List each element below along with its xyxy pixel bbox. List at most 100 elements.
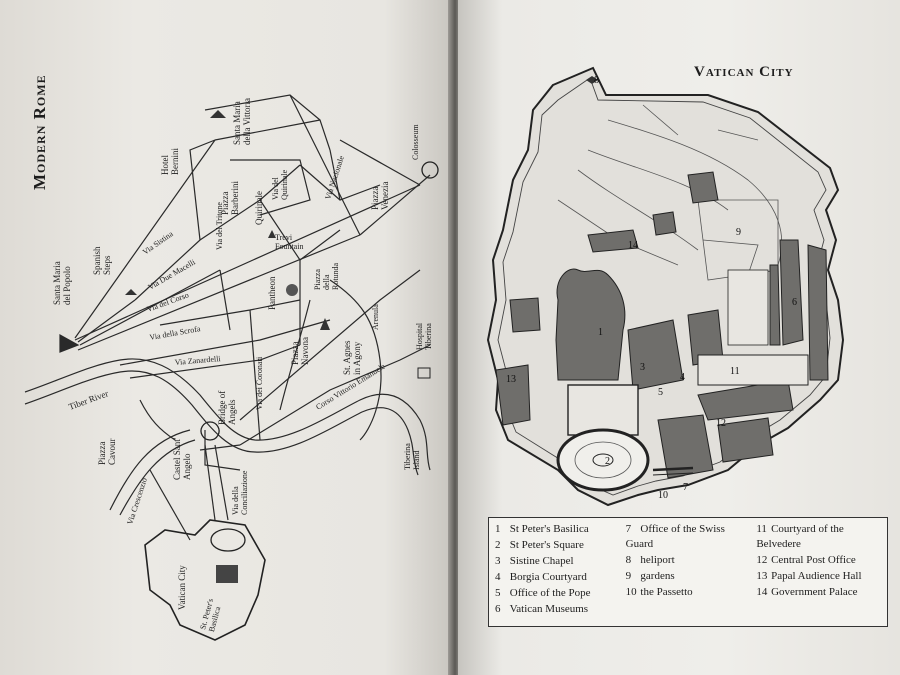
vatican-legend: 1 St Peter's Basilica 2 St Peter's Squar… [488, 517, 888, 627]
legend-column-1: 1 St Peter's Basilica 2 St Peter's Squar… [495, 522, 620, 622]
label-via-del-tritone: Via del Tritone [215, 202, 224, 250]
label-hotel-bernini: Hotel Bernini [160, 148, 180, 175]
label-via-del-quirinale: Via del Quirinale [271, 169, 289, 200]
label-vatican-city: Vatican City [177, 565, 187, 610]
map-num-5: 5 [658, 387, 663, 398]
vatican-outline [144, 519, 266, 641]
map-num-14: 14 [628, 240, 638, 251]
north-building [687, 171, 719, 204]
st-peters-square [556, 428, 650, 492]
lower-buildings-a [657, 414, 714, 479]
map-num-13: 13 [506, 374, 516, 385]
heliport-icon [586, 76, 598, 84]
hospital-icon [417, 367, 431, 379]
spanish-steps-icon [125, 289, 137, 295]
sistine-block [627, 319, 684, 391]
label-bridge-of-angels: Bridge of Angels [217, 389, 237, 426]
government-palace-building [587, 229, 639, 253]
legend-item: 4 Borgia Courtyard [495, 571, 587, 583]
map-num-1: 1 [598, 327, 603, 338]
church-icon [210, 110, 226, 118]
label-via-dei-coronari: Via dei Coronari [255, 356, 264, 410]
label-via-della-conciliazione: Via della Conciliazione [231, 470, 249, 515]
st-peters-basilica-building [555, 268, 626, 381]
label-via-zanardelli: Via Zanardelli [174, 354, 221, 367]
map-num-8: 8 [594, 75, 599, 86]
vatican-buildings [495, 171, 829, 479]
lower-buildings-b [717, 417, 774, 463]
label-via-crescenzio: Via Crescenzio [125, 477, 149, 526]
legend-item: 14 Government Palace [756, 586, 858, 598]
label-arenula: Arenula [371, 304, 380, 330]
label-via-della-scrofa: Via della Scrofa [149, 324, 202, 342]
label-via-del-corso: Via del Corso [146, 290, 190, 313]
square-forecourt [567, 384, 639, 436]
map-number-labels: 1 2 3 4 5 6 7 8 9 10 11 12 13 14 [506, 75, 797, 501]
label-via-sistina: Via Sistina [141, 229, 175, 257]
label-quirinale: Quirinale [254, 191, 264, 225]
map-num-7: 7 [683, 482, 688, 493]
legend-item: 1 St Peter's Basilica [495, 523, 589, 535]
label-piazza-cavour: Piazza Cavour [97, 439, 117, 466]
legend-item: 13 Papal Audience Hall [756, 570, 862, 582]
legend-item: 7 Office of the Swiss Guard [625, 523, 725, 550]
passetto [652, 466, 694, 472]
right-page-vatican-city: Vatican City [458, 0, 900, 675]
legend-item: 9 gardens [625, 570, 675, 582]
map-num-2: 2 [605, 456, 610, 467]
museums-wing-east [779, 239, 804, 346]
map-num-6: 6 [792, 297, 797, 308]
papal-audience-hall-building [495, 364, 531, 426]
rome-labels: Santa Maria del Popolo Spanish Steps Hot… [52, 98, 433, 633]
legend-column-2: 7 Office of the Swiss Guard 8 heliport 9… [626, 522, 751, 622]
belvedere-courtyard [697, 354, 809, 386]
st-agnes-icon [320, 318, 330, 330]
castel-sant-angelo-icon [200, 421, 220, 441]
map-num-3: 3 [640, 362, 645, 373]
label-trevi-fountain: Trevi Fountain [275, 233, 303, 251]
legend-item: 3 Sistine Chapel [495, 555, 574, 567]
pantheon-icon [286, 284, 298, 296]
legend-item: 10 the Passetto [625, 586, 693, 598]
label-piazza-navona: Piazza Navona [290, 337, 310, 365]
label-santa-maria-popolo: Santa Maria del Popolo [52, 259, 72, 305]
trevi-fountain-icon [268, 230, 276, 238]
map-num-12: 12 [716, 418, 726, 429]
label-colosseum: Colosseum [411, 124, 420, 160]
legend-item: 12 Central Post Office [756, 554, 856, 566]
map-num-10: 10 [658, 490, 668, 501]
st-peters-square-shape [210, 528, 246, 552]
map-num-4: 4 [680, 372, 685, 383]
legend-item: 8 heliport [625, 554, 675, 566]
label-via-nazionale: Via Nazionale [323, 154, 346, 200]
map-num-11: 11 [730, 366, 740, 377]
left-page-modern-rome: Modern Rome [0, 0, 452, 675]
legend-item: 6 Vatican Museums [495, 603, 589, 615]
street-network [24, 94, 431, 541]
garden-building [652, 211, 677, 236]
label-st-peters-basilica: St. Peter's Basilica [198, 596, 224, 633]
museums-wing-inner [769, 264, 781, 346]
label-tiberina-island: Tiberina Island [403, 441, 421, 470]
legend-item: 5 Office of the Pope [495, 587, 591, 599]
label-pantheon: Pantheon [267, 276, 277, 310]
st-peters-basilica-icon [216, 565, 238, 583]
map-num-9: 9 [736, 227, 741, 238]
legend-item: 11 Courtyard of the Belvedere [756, 523, 844, 550]
square-inner-ring [574, 441, 632, 479]
label-spanish-steps: Spanish Steps [92, 244, 112, 275]
modern-rome-map: Santa Maria del Popolo Spanish Steps Hot… [24, 94, 439, 641]
label-castel-sant-angelo: Castel Sant' Angelo [172, 435, 192, 480]
west-building [509, 297, 541, 333]
museum-courtyard [727, 269, 769, 346]
legend-item: 2 St Peter's Square [495, 539, 584, 551]
colosseum-icon [421, 161, 439, 179]
label-piazza-barberini: Piazza Barberini [220, 181, 240, 215]
label-st-agnes: St. Agnes in Agony [342, 338, 362, 375]
square-obelisk-ring [592, 453, 614, 467]
label-piazza-della-rotunda: Piazza della Rotunda [313, 262, 340, 290]
label-tiber-river: Tiber River [67, 388, 109, 412]
museums-wing-far-east [807, 244, 829, 381]
label-piazza-venezia: Piazza Venezia [370, 182, 390, 210]
